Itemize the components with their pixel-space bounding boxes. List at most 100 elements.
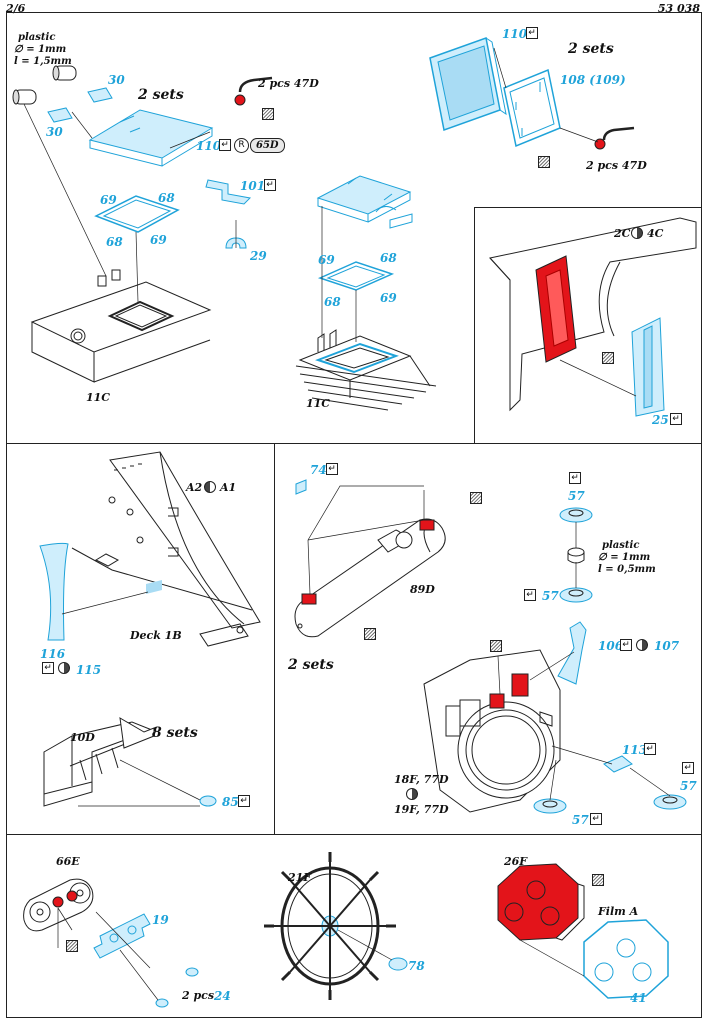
- part-label-68b: 68: [106, 235, 123, 249]
- bend-icon: [42, 662, 54, 674]
- sets-label-1: 2 sets: [138, 87, 184, 103]
- ref-label-4c: 4C: [647, 227, 664, 240]
- plastic-note-line-2: ∅ = 1mm: [14, 44, 67, 55]
- divider-row-1: [6, 443, 702, 444]
- bulkhead-detail: [489, 217, 697, 417]
- part-label-10d: 10D: [70, 731, 95, 744]
- part-label-101: 101: [240, 179, 266, 193]
- paint-hatch-icon: [602, 352, 614, 364]
- part-label-113: 113: [622, 743, 648, 757]
- part-label-108: 108 (109): [560, 73, 626, 87]
- part-label-29: 29: [250, 249, 267, 263]
- part-label-26f: 26F: [504, 855, 528, 868]
- part-label-25: 25: [652, 413, 669, 427]
- part-label-24: 24: [214, 989, 231, 1003]
- sets-label-5: 8 sets: [152, 725, 198, 741]
- part-label-78: 78: [408, 959, 425, 973]
- part-label-69b: 69: [150, 233, 167, 247]
- sets-label-6: 2 sets: [288, 657, 334, 673]
- part-label-107: 107: [654, 639, 680, 653]
- paint-hatch-icon: [490, 640, 502, 652]
- plastic-note-line-1: plastic: [18, 32, 56, 43]
- part-label-69d: 69: [380, 291, 397, 305]
- paint-hatch-icon: [592, 874, 604, 886]
- pulley-assembly: [23, 878, 199, 1008]
- part-label-69a: 69: [100, 193, 117, 207]
- paint-hatch-icon: [470, 492, 482, 504]
- page-number: 2/6: [6, 2, 26, 15]
- half-circle-icon: [58, 662, 70, 674]
- bend-icon: [526, 27, 538, 39]
- plastic-note-2-line-1: plastic: [602, 540, 640, 551]
- part-label-69c: 69: [318, 253, 335, 267]
- bend-icon: [682, 762, 694, 774]
- bend-icon: [524, 589, 536, 601]
- part-label-19: 19: [152, 913, 169, 927]
- ref-label-a2: A2: [186, 481, 203, 494]
- plastic-note-line-3: l = 1,5mm: [14, 56, 72, 67]
- part-label-68a: 68: [158, 191, 175, 205]
- part-label-74: 74: [310, 463, 327, 477]
- half-circle-icon: [204, 481, 216, 493]
- half-circle-icon: [406, 788, 418, 800]
- bend-icon: [670, 413, 682, 425]
- half-circle-icon: [636, 639, 648, 651]
- paint-hatch-icon: [262, 108, 274, 120]
- hull-label-11c-b: 11C: [306, 397, 331, 410]
- bend-icon: [644, 743, 656, 755]
- part-label-66e: 66E: [56, 855, 80, 868]
- ref-label-a1: A1: [220, 481, 237, 494]
- part-label-68d: 68: [324, 295, 341, 309]
- part-label-30a: 30: [108, 73, 125, 87]
- resin-icon: R: [234, 138, 249, 153]
- ref-label-18f: 18F, 77D: [394, 773, 449, 786]
- divider-col-a: [274, 443, 275, 834]
- ref-label-19f: 19F, 77D: [394, 803, 449, 816]
- part-label-116: 116: [40, 647, 66, 661]
- divider-inset-left: [474, 207, 475, 443]
- half-circle-icon: [631, 227, 643, 239]
- hull-plate-assembly: [39, 451, 261, 807]
- paint-hatch-icon: [66, 940, 78, 952]
- door-assembly: [429, 37, 635, 150]
- film-label: Film A: [598, 905, 639, 918]
- plastic-note-2-line-3: l = 0,5mm: [598, 564, 656, 575]
- part-label-85: 85: [222, 795, 239, 809]
- bend-icon: [238, 795, 250, 807]
- paint-hatch-icon: [538, 156, 550, 168]
- part-label-57b: 57: [542, 589, 559, 603]
- part-label-89d: 89D: [410, 583, 435, 596]
- instruction-frame: [6, 12, 702, 1018]
- porthole-assembly: [423, 507, 687, 814]
- ships-wheel: [264, 852, 408, 1000]
- bend-icon: [569, 472, 581, 484]
- part-label-41: 41: [630, 991, 647, 1005]
- plastic-note-2-line-2: ∅ = 1mm: [598, 552, 651, 563]
- hatch-assembly-1: [12, 65, 273, 383]
- product-code: 53 038: [657, 2, 700, 15]
- bend-icon: [219, 139, 231, 151]
- part-label-57d: 57: [680, 779, 697, 793]
- bend-icon: [590, 813, 602, 825]
- tank-assembly: [294, 479, 446, 638]
- part-label-106: 106: [598, 639, 624, 653]
- divider-row-2: [6, 834, 702, 835]
- part-label-68c: 68: [380, 251, 397, 265]
- part-label-65d: 65D: [250, 138, 285, 153]
- bend-icon: [620, 639, 632, 651]
- part-label-21f: 21F: [288, 871, 312, 884]
- part-label-110b: 110: [502, 27, 528, 41]
- ref-label-2c: 2C: [614, 227, 631, 240]
- hull-label-11c-a: 11C: [86, 391, 111, 404]
- hatch-assembly-2: [295, 175, 437, 411]
- part-label-57a: 57: [568, 489, 585, 503]
- paint-hatch-icon: [364, 628, 376, 640]
- handle-label-1: 2 pcs 47D: [258, 77, 319, 90]
- part-label-57c: 57: [572, 813, 589, 827]
- film-window-assembly: [497, 863, 669, 999]
- part-label-30b: 30: [46, 125, 63, 139]
- bend-icon: [326, 463, 338, 475]
- sets-label-3: 2 sets: [568, 41, 614, 57]
- deck-label-1b: Deck 1B: [130, 629, 182, 642]
